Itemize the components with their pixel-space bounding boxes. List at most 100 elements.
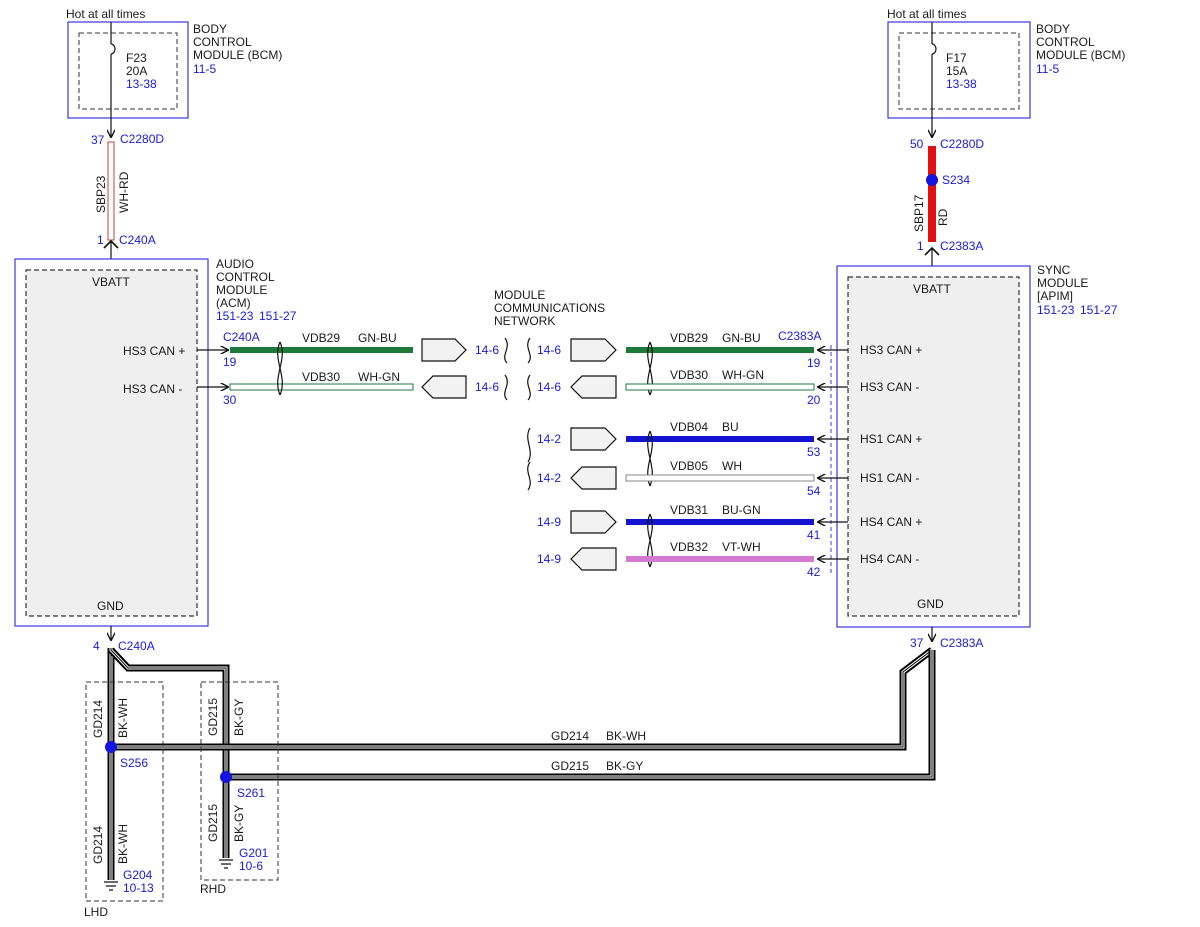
wire-color-label: BK-WH: [606, 729, 646, 743]
module-name: SYNC: [1037, 263, 1071, 277]
page-ref-link[interactable]: 14-6: [537, 380, 561, 394]
wire-color-label: WH-RD: [117, 171, 131, 213]
page-link[interactable]: 151-23: [216, 309, 254, 323]
pin-number: 19: [223, 355, 237, 369]
break-brace-icon: [504, 374, 508, 401]
module-name: MODULE: [216, 283, 267, 297]
left-feed-wire: 37 C2280D SBP23 WH-RD 1 C240A: [91, 132, 164, 259]
fuse-page-link[interactable]: 13-38: [946, 77, 977, 91]
wire-wh-rd: [107, 141, 115, 241]
connector-link[interactable]: C240A: [223, 330, 260, 344]
flag-connector-icon: [570, 466, 617, 490]
twisted-pair-icon: [647, 513, 653, 568]
wire-rd: [928, 146, 936, 242]
pin-label: HS3 CAN +: [123, 344, 185, 358]
wire-gn-bu: [626, 347, 814, 353]
flag-connector-icon: [421, 338, 467, 362]
circuit-label: VDB29: [670, 331, 708, 345]
pin-label: HS1 CAN +: [860, 432, 922, 446]
svg-text:COMMUNICATIONS: COMMUNICATIONS: [494, 301, 605, 315]
pin-number: 42: [807, 565, 821, 579]
fuse-id: F23: [126, 51, 147, 65]
pin-number: 54: [807, 484, 821, 498]
connector-link[interactable]: C2383A: [778, 329, 821, 343]
page-ref-link[interactable]: 14-6: [475, 380, 499, 394]
pin-label: VBATT: [92, 275, 130, 289]
wire-color-label: GN-BU: [358, 331, 397, 345]
page-link[interactable]: 10-13: [123, 881, 154, 895]
page-link[interactable]: 151-27: [1080, 303, 1118, 317]
page-link[interactable]: 151-23: [1037, 303, 1075, 317]
module-name: (ACM): [216, 296, 251, 310]
wire-bu-gn: [626, 519, 814, 525]
circuit-label: GD215: [206, 804, 220, 842]
circuit-label: VDB31: [670, 503, 708, 517]
fuse-rating: 15A: [946, 64, 967, 78]
rhd-region: [200, 681, 279, 881]
splice-link[interactable]: S261: [237, 786, 265, 800]
network-label: MODULE COMMUNICATIONS NETWORK: [494, 288, 605, 491]
wire-color-label: BK-GY: [232, 699, 246, 736]
page-ref-link[interactable]: 14-6: [475, 343, 499, 357]
break-brace-icon: [527, 427, 531, 463]
pin-number: 53: [807, 445, 821, 459]
wire-wh: [625, 474, 815, 482]
connector-link[interactable]: C2383A: [940, 239, 983, 253]
break-brace-icon: [527, 337, 531, 364]
flag-connector-icon: [570, 427, 617, 451]
wire-color-label: WH-GN: [358, 370, 400, 384]
pin-label: GND: [917, 597, 944, 611]
pin-label: HS3 CAN -: [123, 382, 182, 396]
wire-vt-wh: [626, 556, 814, 562]
flag-connector-icon: [570, 338, 617, 362]
ground-icon: [219, 859, 233, 869]
bcm-label-1: BODY: [193, 22, 227, 36]
right-fuse-block: Hot at all times F17 15A 13-38 BODY CONT…: [887, 7, 1125, 137]
page-link[interactable]: 10-6: [239, 859, 263, 873]
connector-link[interactable]: C2280D: [940, 137, 984, 151]
pin-label: HS4 CAN +: [860, 515, 922, 529]
connector-link[interactable]: C2280D: [120, 132, 164, 146]
fuse-rating: 20A: [126, 64, 147, 78]
splice-dot-icon: [926, 174, 938, 186]
circuit-label: GD215: [551, 759, 589, 773]
pin-label: VBATT: [913, 282, 951, 296]
page-ref-link[interactable]: 14-9: [537, 552, 561, 566]
pin-number: 30: [223, 393, 237, 407]
pin-number: 50: [910, 137, 924, 151]
page-link[interactable]: 151-27: [259, 309, 297, 323]
bcm-page-link[interactable]: 11-5: [1036, 62, 1059, 76]
splice-link[interactable]: S256: [120, 756, 148, 770]
pin-number: 19: [807, 356, 821, 370]
splice-dot-icon: [220, 771, 232, 783]
ground-link[interactable]: G204: [123, 868, 153, 882]
flag-connector-icon: [570, 510, 617, 534]
page-ref-link[interactable]: 14-2: [537, 432, 561, 446]
left-fuse-block: Hot at all times F23 20A 13-38 BODY CONT…: [66, 7, 282, 137]
page-ref-link[interactable]: 14-6: [537, 343, 561, 357]
ground-link[interactable]: G201: [239, 846, 269, 860]
circuit-label: VDB04: [670, 420, 708, 434]
connector-link[interactable]: C2383A: [940, 636, 983, 650]
splice-link[interactable]: S234: [942, 173, 970, 187]
region-label: RHD: [200, 882, 226, 896]
bcm-label-1: BODY: [1036, 22, 1070, 36]
page-ref-link[interactable]: 14-2: [537, 471, 561, 485]
wire-color-label: RD: [936, 208, 950, 226]
hot-label: Hot at all times: [887, 7, 966, 21]
ground-circuit: 4 C240A 37 C2383A GD214 BK-WH S256 GD214: [84, 626, 983, 919]
fuse-id: F17: [946, 51, 967, 65]
wire-color-label: BU-GN: [722, 503, 761, 517]
page-ref-link[interactable]: 14-9: [537, 515, 561, 529]
bcm-label-3: MODULE (BCM): [193, 48, 282, 62]
fuse-page-link[interactable]: 13-38: [126, 77, 157, 91]
connector-link[interactable]: C240A: [118, 639, 155, 653]
flag-connector-icon: [570, 375, 617, 399]
fuse-icon: [931, 43, 937, 55]
flag-connector-icon: [570, 547, 617, 571]
pin-number: 1: [97, 233, 104, 247]
bcm-page-link[interactable]: 11-5: [193, 62, 216, 76]
connector-link[interactable]: C240A: [119, 233, 156, 247]
